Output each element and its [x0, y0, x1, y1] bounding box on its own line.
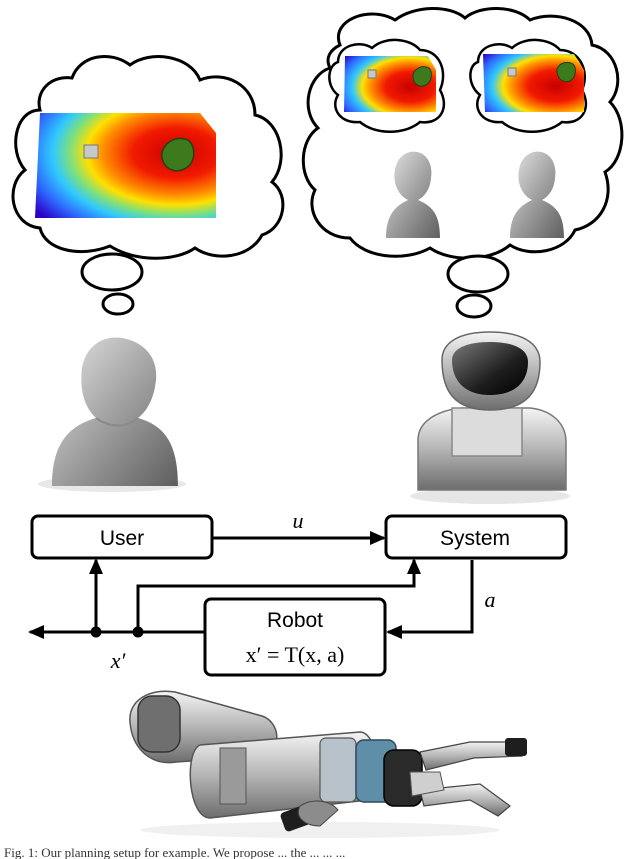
hypothetical-user-2-icon	[510, 151, 564, 238]
robot-avatar-icon	[410, 331, 570, 504]
hypothetical-user-1-icon	[386, 151, 440, 238]
junction-dot-user	[90, 626, 102, 638]
hypothesis-heatmap-1	[344, 56, 436, 112]
u-signal-label: u	[293, 508, 304, 533]
robot-chest-plate	[451, 407, 523, 457]
junction-dot-system	[132, 626, 144, 638]
user-belief-heatmap	[35, 113, 216, 218]
robot-block-label: Robot	[267, 609, 323, 632]
robot-block	[203, 597, 387, 677]
goal-object-icon	[161, 137, 195, 172]
robot-transition-equation: x′ = T(x, a)	[246, 642, 345, 667]
block-diagram: User System Robot x′ = T(x, a) u a x′	[28, 508, 568, 677]
state-to-system-arrow	[136, 558, 421, 632]
system-block	[384, 514, 568, 560]
user-block	[30, 514, 214, 560]
user-avatar-icon	[38, 337, 186, 492]
hypothesis-heatmap-2	[483, 54, 584, 112]
figure-caption: Fig. 1: Our planning setup for example. …	[4, 845, 346, 859]
a-signal-arrow	[386, 560, 474, 639]
robot-arm-image	[129, 690, 527, 838]
x-prime-label: x′	[110, 648, 127, 673]
target-object-icon	[83, 144, 99, 159]
system-block-label: System	[440, 527, 510, 550]
a-signal-label: a	[485, 587, 496, 612]
user-block-label: User	[100, 527, 144, 550]
